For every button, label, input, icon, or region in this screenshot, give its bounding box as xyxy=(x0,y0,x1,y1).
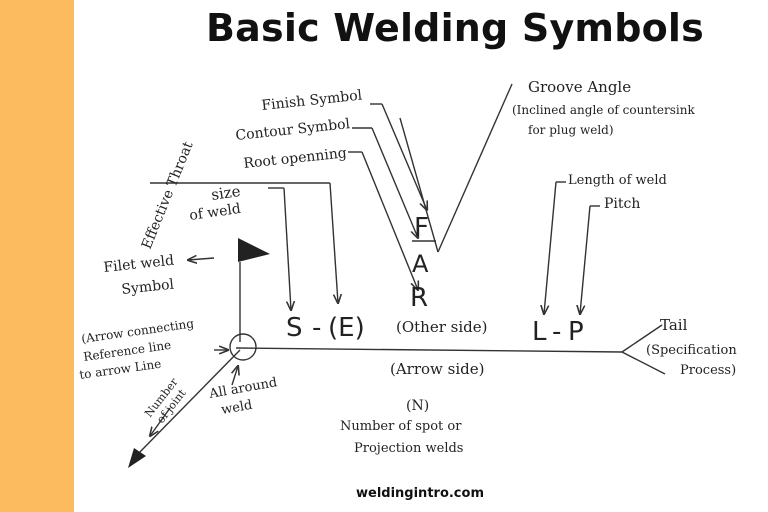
arrow-side-label: (Arrow side) xyxy=(390,360,485,378)
tail-upper-line xyxy=(621,324,663,353)
groove-angle-desc-2: for plug weld) xyxy=(528,123,614,137)
symbol-F: F xyxy=(414,213,429,243)
all-around-weld-label: weld xyxy=(220,398,253,418)
symbol-S: S xyxy=(286,313,303,343)
root-opening-label: Root openning xyxy=(243,145,348,172)
members-arrow xyxy=(150,407,171,436)
fillet-flag-icon xyxy=(238,238,270,262)
root-arrow xyxy=(361,151,418,290)
length-label: Length of weld xyxy=(568,173,667,188)
length-arrow xyxy=(544,181,557,314)
pitch-label: Pitch xyxy=(604,196,640,212)
groove-angle-desc-1: (Inclined angle of countersink xyxy=(512,103,695,117)
arrow-head-icon xyxy=(128,448,146,468)
symbol-E: (E) xyxy=(328,313,365,343)
symbol-P: P xyxy=(568,317,584,347)
contour-arrow xyxy=(371,127,418,238)
tail-label: Tail xyxy=(660,316,688,334)
groove-angle-label: Groove Angle xyxy=(528,78,631,96)
all-around-circle-icon xyxy=(229,333,257,361)
symbol-A: A xyxy=(412,250,429,278)
symbol-L: L xyxy=(532,317,547,347)
finish-arrow xyxy=(381,103,427,210)
symbol-R: R xyxy=(410,283,428,313)
size-arrow xyxy=(283,187,291,310)
size-of-weld-label: of weld xyxy=(188,201,242,224)
contour-symbol-label: Contour Symbol xyxy=(235,116,352,144)
accent-strip xyxy=(0,0,74,512)
throat-arrow xyxy=(329,182,338,303)
footer-site-label: weldingintro.com xyxy=(356,486,484,501)
size-label: size xyxy=(210,182,242,204)
reference-line xyxy=(235,347,623,353)
groove-v-right xyxy=(437,83,513,253)
pitch-arrow xyxy=(580,205,591,314)
all-around-label: All around xyxy=(207,375,278,402)
other-side-label: (Other side) xyxy=(396,318,487,336)
symbol-dash-1: - xyxy=(312,313,321,343)
page-title: Basic Welding Symbols xyxy=(206,6,704,50)
finish-symbol-label: Finish Symbol xyxy=(261,87,364,114)
effective-throat-label: Effective Throat xyxy=(139,139,197,251)
spot-n-label: (N) xyxy=(406,398,429,414)
fillet-weld-label: Filet weld xyxy=(103,253,175,276)
tail-process-label: Process) xyxy=(680,363,736,378)
groove-v-left xyxy=(399,117,439,253)
projection-welds-label: Projection welds xyxy=(354,441,463,456)
tail-spec-label: (Specification xyxy=(646,343,737,358)
spot-number-label: Number of spot or xyxy=(340,419,462,434)
symbol-dash-2: - xyxy=(552,317,561,347)
allaround-arrow xyxy=(232,366,238,386)
fillet-arrow xyxy=(188,258,215,260)
tail-lower-line xyxy=(621,351,666,375)
fillet-symbol-label: Symbol xyxy=(121,277,176,298)
